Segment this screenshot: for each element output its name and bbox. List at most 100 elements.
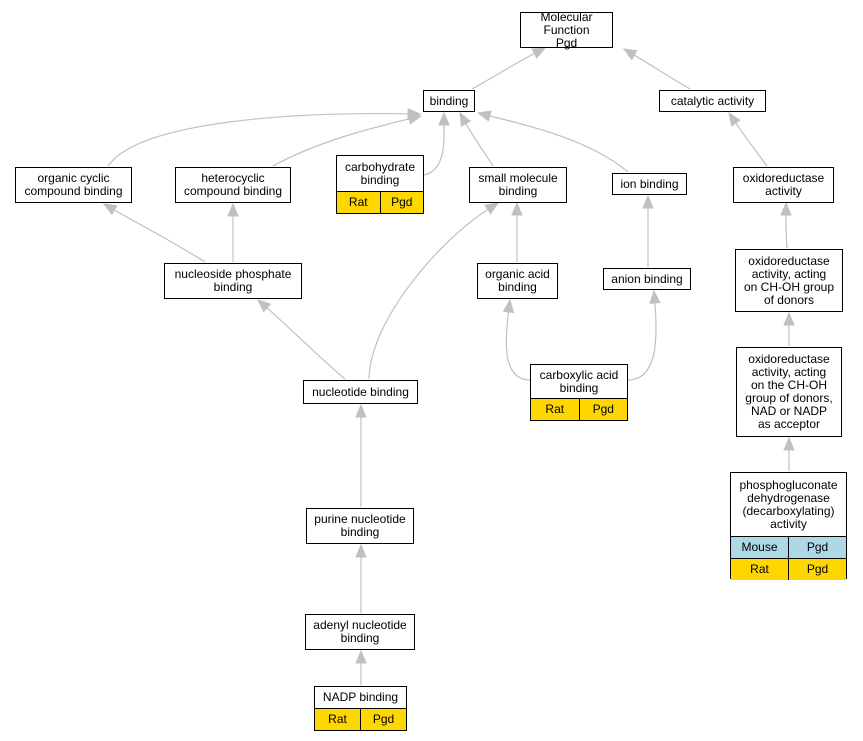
node-label: purine nucleotide binding <box>314 512 406 539</box>
annotation-row: Rat Pgd <box>337 191 423 213</box>
node-nucleotide-binding[interactable]: nucleotide binding <box>303 380 418 404</box>
edge-arrowhead <box>502 298 515 314</box>
species-cell: Mouse <box>731 537 788 558</box>
edge-heterocyclic-to-binding <box>272 113 423 167</box>
annotation-row: Rat Pgd <box>315 708 406 730</box>
gene-cell: Pgd <box>360 709 406 730</box>
edge-small-molecule-to-binding <box>459 111 494 167</box>
edge-ion-binding-to-binding <box>476 110 629 173</box>
node-anion-binding[interactable]: anion binding <box>603 268 691 290</box>
species-cell: Rat <box>531 399 579 420</box>
edge-carbohydrate-to-binding <box>423 111 450 176</box>
edge-anion-binding-to-ion-binding <box>642 194 654 267</box>
annotation-row: Rat Pgd <box>731 558 846 580</box>
node-binding[interactable]: binding <box>423 90 475 112</box>
edge-line <box>272 118 410 167</box>
species-cell: Rat <box>337 192 380 213</box>
node-label: NADP binding <box>322 690 399 704</box>
edge-arrowhead <box>783 436 795 451</box>
node-organic-acid-binding[interactable]: organic acid binding <box>477 263 558 299</box>
node-phosphogluconate-dehydrogenase[interactable]: phosphogluconate dehydrogenase (decarbox… <box>730 472 847 580</box>
node-label: small molecule binding <box>478 171 558 198</box>
node-label: ion binding <box>620 176 679 191</box>
edge-arrowhead <box>355 403 367 418</box>
edge-line <box>471 52 535 90</box>
edge-arrowhead <box>355 543 367 558</box>
node-label: Molecular Function Pgd <box>540 9 593 50</box>
edge-nucleotide-binding-to-nucleoside-phosphate <box>257 299 346 380</box>
edge-arrowhead <box>649 289 661 304</box>
annotation-row: Rat Pgd <box>531 398 627 420</box>
edge-nucleoside-phosphate-to-heterocyclic <box>227 202 239 262</box>
edge-arrowhead <box>459 111 472 127</box>
node-label: catalytic activity <box>670 93 755 108</box>
node-label: nucleoside phosphate binding <box>174 267 292 294</box>
node-label: organic acid binding <box>485 267 550 294</box>
edge-line <box>107 112 409 167</box>
node-adenyl-nucleotide-binding[interactable]: adenyl nucleotide binding <box>305 614 415 650</box>
edge-arrowhead <box>407 113 423 125</box>
node-label: oxidoreductase activity <box>742 171 825 198</box>
node-carboxylic-acid-binding[interactable]: carboxylic acid binding Rat Pgd <box>530 364 628 421</box>
edge-arrowhead <box>438 111 450 126</box>
node-label: nucleotide binding <box>312 384 409 399</box>
gene-cell: Pgd <box>788 559 846 580</box>
node-label: anion binding <box>611 271 683 286</box>
species-cell: Rat <box>315 709 360 730</box>
edge-purine-nucleotide-to-nucleotide-binding <box>355 403 367 507</box>
node-carbohydrate-binding[interactable]: carbohydrate binding Rat Pgd <box>336 155 424 214</box>
node-label: oxidoreductase activity, acting on CH-OH… <box>743 253 835 307</box>
edge-line <box>634 54 691 90</box>
edge-line <box>489 115 629 173</box>
node-label: adenyl nucleotide binding <box>313 618 407 645</box>
node-label: carboxylic acid binding <box>539 367 619 395</box>
edge-line <box>266 307 346 380</box>
node-label: phosphogluconate dehydrogenase (decarbox… <box>739 477 838 531</box>
edge-line <box>785 214 788 249</box>
node-label: binding <box>429 93 469 108</box>
edge-line <box>735 122 768 167</box>
edge-arrowhead <box>257 299 272 313</box>
edge-line <box>368 208 489 380</box>
node-organic-cyclic-compound-binding[interactable]: organic cyclic compound binding <box>15 167 132 203</box>
edge-nucleoside-phosphate-to-organic-cyclic <box>102 203 206 263</box>
node-purine-nucleotide-binding[interactable]: purine nucleotide binding <box>306 508 414 544</box>
edge-adenyl-nucleotide-to-purine-nucleotide <box>355 543 367 613</box>
edge-arrowhead <box>728 111 741 127</box>
species-cell: Rat <box>731 559 788 580</box>
node-nucleoside-phosphate-binding[interactable]: nucleoside phosphate binding <box>164 263 302 299</box>
node-ion-binding[interactable]: ion binding <box>612 173 687 195</box>
edge-organic-acid-to-small-molecule <box>511 201 523 262</box>
node-nadp-binding[interactable]: NADP binding Rat Pgd <box>314 686 407 731</box>
node-oxidoreductase-activity[interactable]: oxidoreductase activity <box>733 167 834 203</box>
edge-oxidoreductase-choh-to-oxidoreductase <box>780 201 792 249</box>
edge-binding-to-molecular-function <box>471 47 547 90</box>
node-heterocyclic-compound-binding[interactable]: heterocyclic compound binding <box>175 167 291 203</box>
annotation-row: Mouse Pgd <box>731 536 846 558</box>
gene-cell: Pgd <box>788 537 846 558</box>
node-catalytic-activity[interactable]: catalytic activity <box>659 90 766 112</box>
node-oxidoreductase-choh-donors[interactable]: oxidoreductase activity, acting on CH-OH… <box>735 249 843 312</box>
node-small-molecule-binding[interactable]: small molecule binding <box>469 167 567 203</box>
node-label: oxidoreductase activity, acting on the C… <box>745 352 833 431</box>
node-label: carbohydrate binding <box>344 159 416 187</box>
edge-arrowhead <box>511 201 523 216</box>
edge-arrowhead <box>642 194 654 209</box>
edge-arrowhead <box>780 201 792 216</box>
node-oxidoreductase-nad-nadp-acceptor[interactable]: oxidoreductase activity, acting on the C… <box>736 347 842 437</box>
edge-arrowhead <box>531 47 547 59</box>
edge-arrowhead <box>783 311 795 326</box>
edge-line <box>505 311 531 381</box>
node-molecular-function[interactable]: Molecular Function Pgd <box>520 9 613 50</box>
edge-nadp-binding-to-adenyl-nucleotide <box>355 649 367 685</box>
node-label: organic cyclic compound binding <box>24 171 123 198</box>
edge-phosphogluconate-to-oxidoreductase-nad <box>783 436 795 472</box>
gene-cell: Pgd <box>379 192 423 213</box>
edge-arrowhead <box>476 110 492 122</box>
edge-catalytic-activity-to-molecular-function <box>622 48 691 90</box>
edge-oxidoreductase-nad-to-oxidoreductase-choh <box>783 311 795 347</box>
edge-arrowhead <box>355 649 367 664</box>
edge-oxidoreductase-to-catalytic-activity <box>728 111 768 167</box>
